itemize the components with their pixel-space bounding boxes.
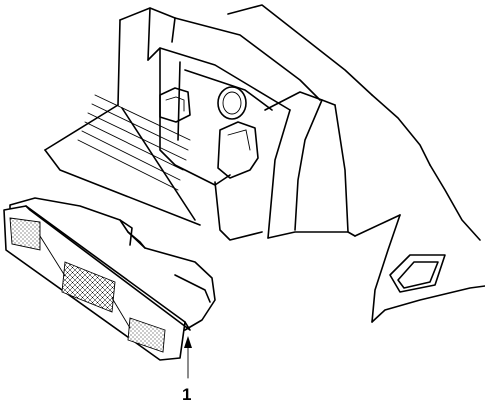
vehicle-front-body	[44, 4, 485, 323]
callout-1: 1	[182, 336, 192, 404]
parking-lamp-assembly	[3, 197, 216, 361]
callout-label: 1	[182, 385, 191, 404]
arrow-head	[184, 336, 192, 348]
